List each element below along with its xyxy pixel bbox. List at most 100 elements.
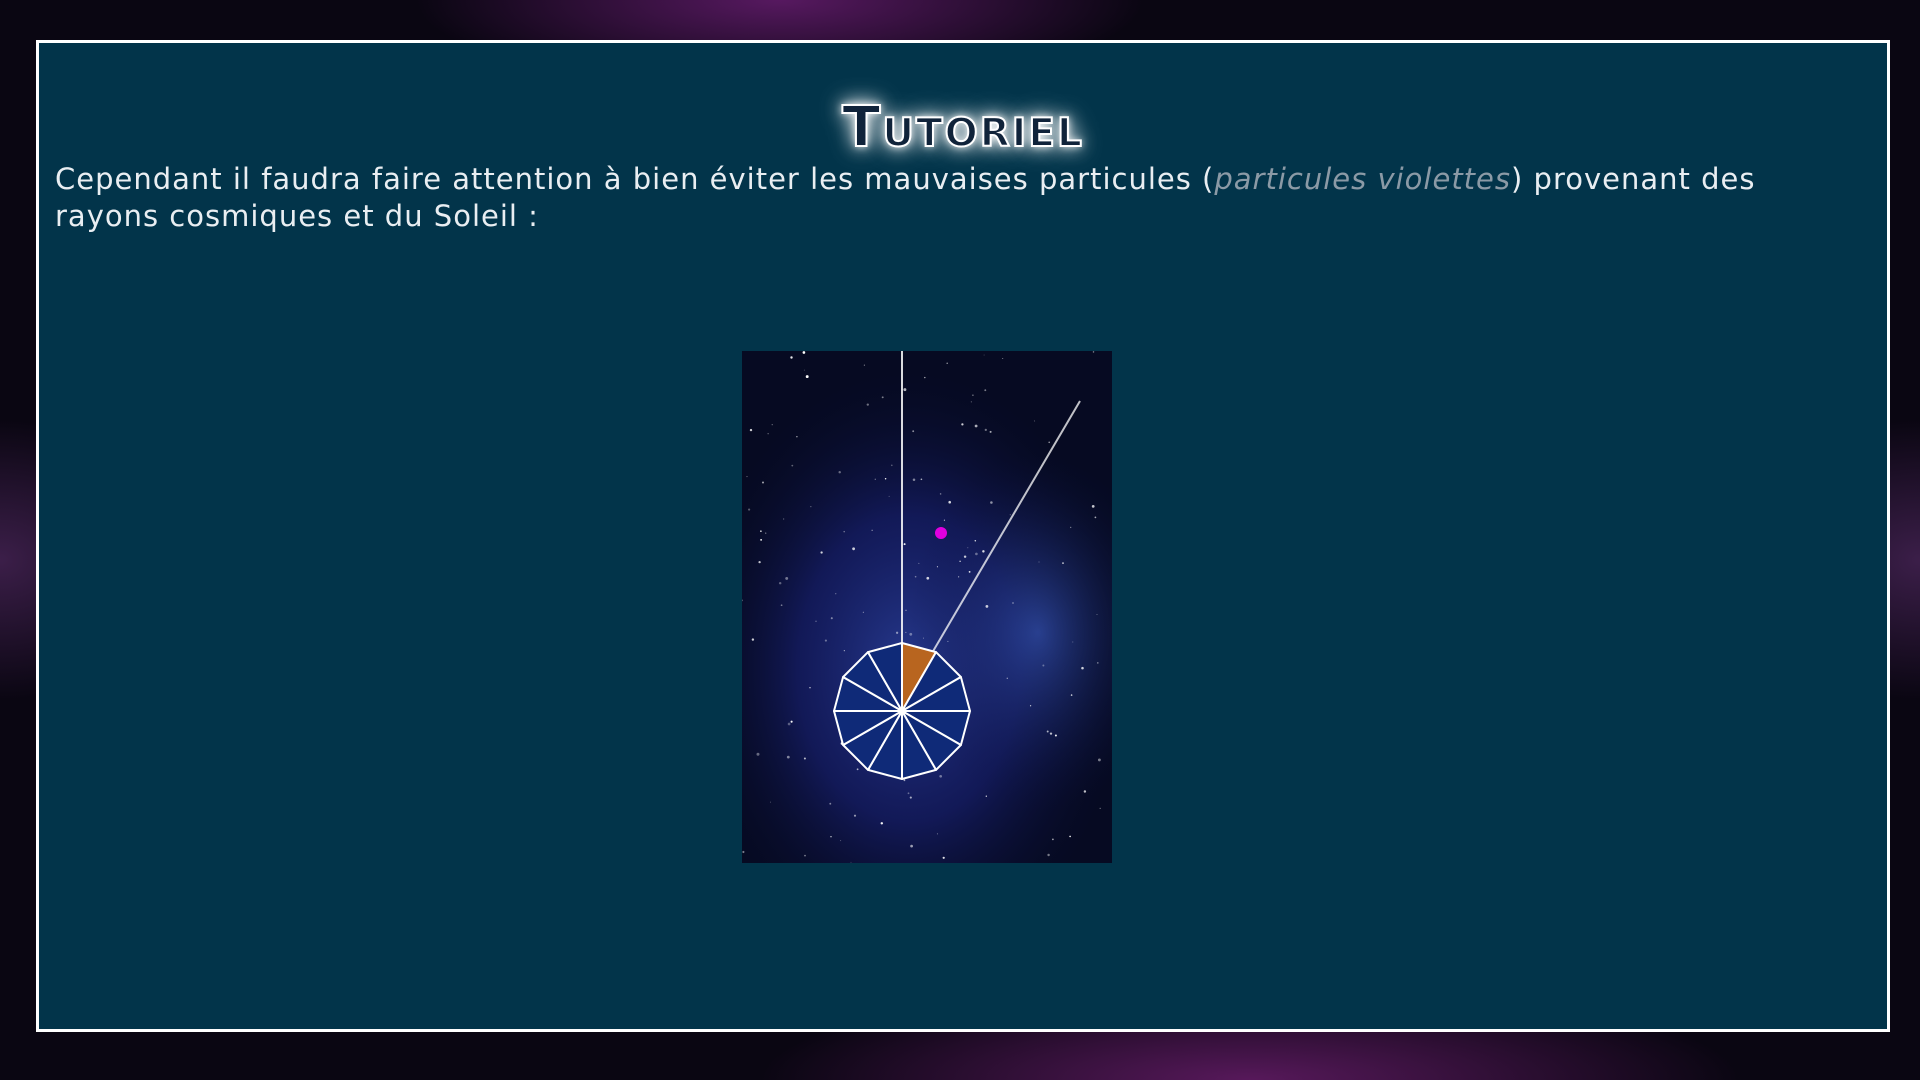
star bbox=[974, 540, 977, 542]
star bbox=[922, 637, 925, 639]
star bbox=[961, 423, 964, 426]
star bbox=[967, 547, 969, 549]
star bbox=[796, 436, 798, 438]
star bbox=[1062, 562, 1064, 564]
star bbox=[756, 752, 760, 756]
star bbox=[765, 532, 767, 534]
star bbox=[1038, 561, 1040, 563]
star bbox=[746, 476, 748, 478]
star bbox=[912, 430, 915, 433]
cosmic-ray-diagonal bbox=[931, 400, 1081, 654]
star bbox=[874, 478, 876, 480]
star bbox=[830, 836, 832, 838]
star bbox=[936, 566, 938, 568]
star bbox=[1033, 420, 1036, 422]
star bbox=[990, 501, 993, 504]
star bbox=[948, 500, 951, 504]
star bbox=[972, 394, 974, 397]
bad-particle bbox=[935, 527, 947, 539]
tutorial-panel: Tutoriel Cependant il faudra faire atten… bbox=[36, 40, 1890, 1032]
star bbox=[926, 576, 930, 580]
game-preview bbox=[742, 351, 1112, 863]
star bbox=[758, 560, 761, 564]
star bbox=[829, 802, 832, 805]
star bbox=[958, 576, 960, 578]
star bbox=[810, 506, 812, 508]
star bbox=[910, 844, 913, 848]
star bbox=[939, 493, 942, 495]
star bbox=[1042, 664, 1045, 667]
star bbox=[790, 356, 793, 359]
star bbox=[989, 430, 992, 433]
highlight-violet-particles: particules violettes bbox=[1214, 162, 1512, 196]
star bbox=[888, 495, 890, 497]
star bbox=[850, 861, 852, 863]
star bbox=[770, 801, 771, 803]
star bbox=[985, 605, 989, 608]
star bbox=[871, 529, 873, 531]
star bbox=[983, 354, 985, 356]
star bbox=[742, 850, 745, 854]
star bbox=[805, 375, 809, 379]
star bbox=[1099, 807, 1101, 810]
star bbox=[1009, 514, 1011, 516]
star bbox=[785, 576, 789, 580]
star bbox=[970, 401, 972, 403]
star bbox=[838, 470, 841, 474]
star bbox=[909, 632, 913, 636]
star bbox=[1002, 357, 1004, 360]
star bbox=[751, 638, 755, 641]
shield-segment bbox=[867, 642, 903, 712]
star bbox=[984, 428, 987, 432]
star bbox=[912, 478, 916, 481]
star bbox=[924, 376, 926, 379]
star bbox=[843, 530, 845, 533]
game-scene bbox=[742, 351, 1112, 863]
star bbox=[862, 611, 864, 613]
star bbox=[1006, 677, 1008, 679]
star bbox=[1081, 666, 1084, 670]
star bbox=[771, 424, 773, 426]
star bbox=[1091, 505, 1095, 508]
star bbox=[824, 639, 827, 642]
star bbox=[974, 424, 978, 428]
star bbox=[1097, 662, 1099, 664]
star bbox=[760, 538, 763, 541]
star bbox=[907, 792, 910, 795]
star bbox=[1070, 694, 1073, 696]
star bbox=[1070, 526, 1072, 529]
star bbox=[1069, 835, 1071, 838]
star bbox=[802, 351, 806, 354]
star bbox=[942, 856, 945, 859]
star bbox=[895, 631, 899, 634]
star bbox=[1072, 641, 1074, 643]
star bbox=[946, 362, 948, 365]
star bbox=[843, 650, 845, 652]
star bbox=[909, 796, 912, 799]
star bbox=[748, 508, 751, 511]
star bbox=[1096, 613, 1098, 615]
star bbox=[1047, 853, 1050, 857]
star bbox=[809, 687, 811, 689]
star bbox=[975, 552, 978, 556]
star bbox=[1048, 441, 1050, 444]
star bbox=[778, 581, 782, 585]
star bbox=[783, 518, 785, 520]
star bbox=[1083, 790, 1087, 793]
star bbox=[791, 464, 794, 467]
star bbox=[905, 631, 907, 633]
star bbox=[830, 617, 833, 620]
star bbox=[968, 570, 971, 573]
star bbox=[884, 478, 887, 480]
star bbox=[835, 593, 837, 595]
player-shield bbox=[833, 642, 971, 780]
tutorial-text-start: Cependant il faudra faire attention à bi… bbox=[55, 162, 1215, 196]
star bbox=[1029, 705, 1032, 707]
star bbox=[939, 774, 943, 778]
star bbox=[985, 795, 987, 797]
star bbox=[903, 543, 906, 546]
star bbox=[780, 604, 783, 607]
star bbox=[815, 620, 817, 622]
star bbox=[903, 779, 906, 782]
star bbox=[903, 388, 907, 392]
